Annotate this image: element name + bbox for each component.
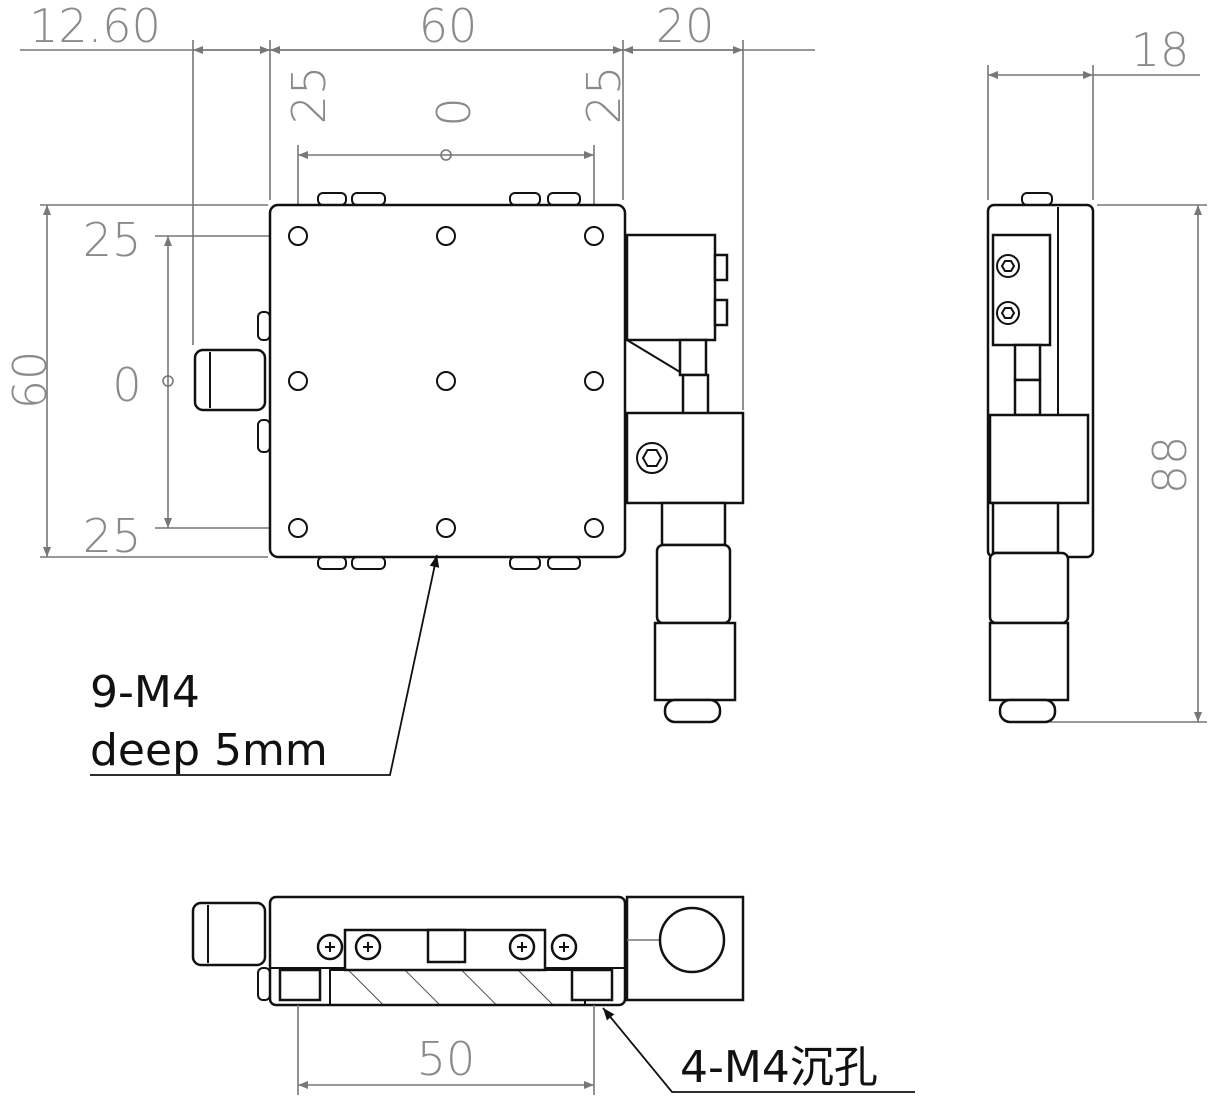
dim-hole-spacing: 50 [417,1032,476,1086]
hole-y-label-bottom: 25 [83,509,142,563]
adjustment-knob [193,348,267,412]
edge-screws [257,192,581,570]
hole-y-label-top: 25 [83,213,142,267]
hole-x-label-center: 0 [427,97,481,126]
counterbore-callout: 4-M4沉孔 [680,1042,878,1093]
mounting-holes [288,226,604,538]
dim-height: 60 [3,351,57,410]
top-view: 12.60 60 20 25 0 25 60 25 0 25 [3,0,815,776]
hole-x-label-right: 25 [577,66,631,125]
hole-y-label-center: 0 [112,358,141,412]
micrometer-assembly [625,233,745,724]
dim-left-offset: 12.60 [29,0,161,53]
callout-leader [90,554,440,776]
dim-side-height: 88 [1143,436,1197,495]
micrometer-end-circle [658,906,726,974]
callout-line1: 9-M4 [90,667,200,718]
hex-socket-icon [641,449,663,467]
front-view: 50 4-M4沉孔 [191,895,915,1095]
dim-width: 60 [419,0,478,53]
phillips-screws [316,933,578,961]
counterbore-callout-leader [602,1007,915,1093]
side-view: 18 88 [986,23,1207,724]
stage-plate [268,203,627,559]
dim-right-offset: 20 [656,0,715,53]
hole-x-label-left: 25 [282,66,336,125]
callout-line2: deep 5mm [90,725,328,776]
dim-thickness: 18 [1131,23,1190,77]
